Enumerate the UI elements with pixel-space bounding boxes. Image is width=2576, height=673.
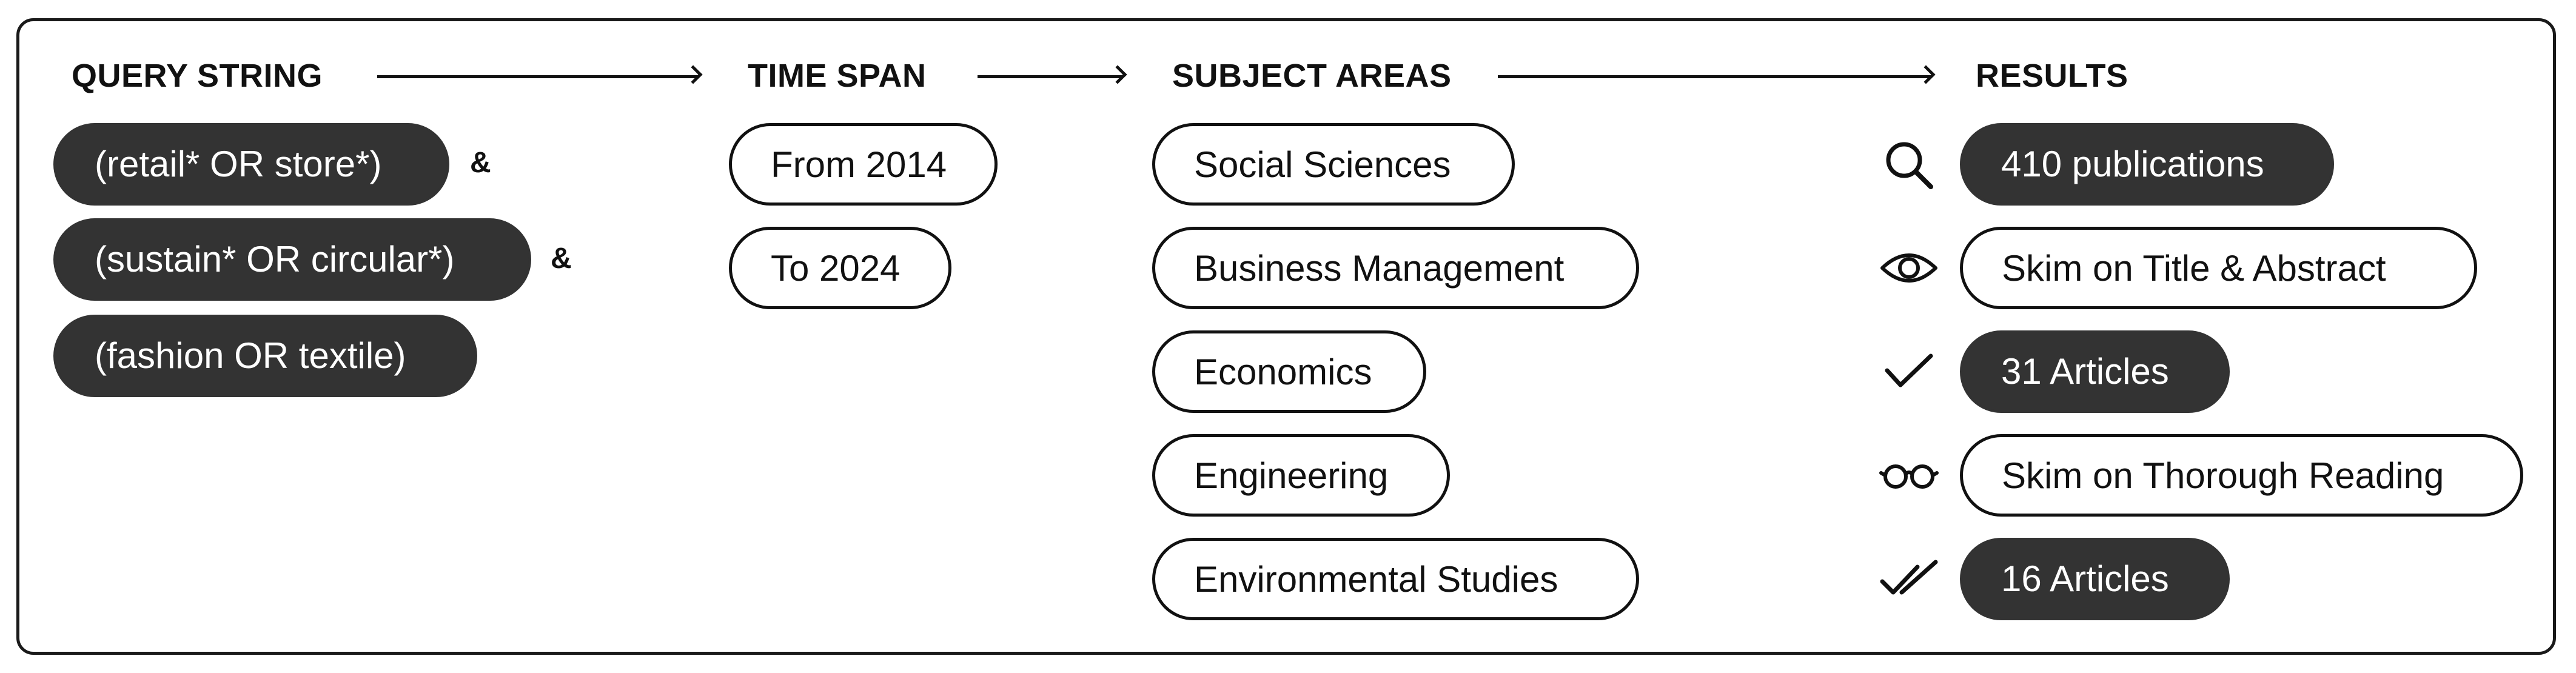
header-time-span: TIME SPAN [748,58,927,94]
query-term-pill: (retail* OR store*) [53,123,449,206]
subject-area-pill: Environmental Studies [1152,538,1639,620]
glasses-icon [1879,445,1939,506]
double-check-icon [1879,549,1939,609]
query-term-pill: (fashion OR textile) [53,315,477,397]
subject-area-pill: Business Management [1152,227,1639,309]
subject-area-pill: Engineering [1152,434,1450,517]
arrow-subjects-to-results [1498,75,1931,78]
header-results: RESULTS [1976,58,2128,94]
diagram-frame [16,18,2556,655]
check-icon [1879,341,1939,402]
search-icon [1879,135,1939,195]
header-subject-areas: SUBJECT AREAS [1172,58,1452,94]
subject-area-pill: Social Sciences [1152,123,1515,206]
result-pill: 16 Articles [1960,538,2230,620]
result-pill: Skim on Thorough Reading [1960,434,2523,517]
result-pill: 31 Articles [1960,330,2230,413]
result-pill: Skim on Title & Abstract [1960,227,2477,309]
query-connector: & [551,243,572,275]
subject-area-pill: Economics [1152,330,1426,413]
time-span-pill: To 2024 [729,227,951,309]
arrow-time-to-subjects [978,75,1123,78]
arrow-query-to-time [377,75,699,78]
header-query-string: QUERY STRING [72,58,323,94]
query-term-pill: (sustain* OR circular*) [53,218,531,301]
eye-icon [1879,238,1939,298]
time-span-pill: From 2014 [729,123,998,206]
query-connector: & [470,147,491,179]
result-pill: 410 publications [1960,123,2334,206]
